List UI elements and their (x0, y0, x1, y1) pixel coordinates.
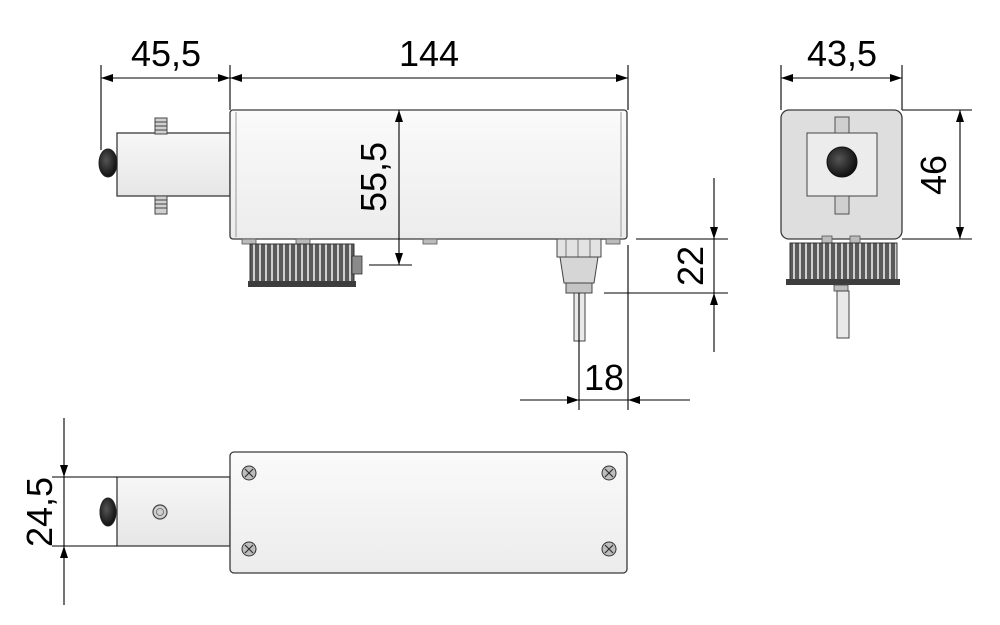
side-knob (826, 146, 858, 178)
front-pulley (248, 243, 363, 287)
side-view (780, 109, 903, 339)
label-body-length: 144 (399, 33, 459, 74)
top-arm-hole (152, 504, 168, 520)
label-body-height: 55,5 (353, 142, 394, 212)
top-arm (116, 476, 231, 547)
top-view (99, 451, 628, 574)
side-cable (836, 290, 850, 339)
front-arm (116, 132, 231, 197)
screw-bottom-right (601, 541, 617, 557)
screw-bottom-left (241, 541, 257, 557)
label-gland-height: 22 (670, 246, 711, 286)
label-arm-width: 24,5 (19, 477, 60, 547)
arm-screw-bottom (154, 195, 168, 215)
side-pulley (786, 242, 900, 285)
front-knob (98, 148, 118, 178)
front-view (98, 109, 628, 342)
label-front-arm-length: 45,5 (131, 33, 201, 74)
top-main-body (229, 451, 628, 574)
front-main-body (229, 109, 628, 240)
dimension-labels: 45,5 144 55,5 22 18 43,5 46 24,5 (19, 33, 954, 547)
label-gland-offset: 18 (584, 357, 624, 398)
screw-top-right (601, 465, 617, 481)
screw-top-left (241, 465, 257, 481)
label-side-width: 43,5 (807, 33, 877, 74)
label-side-height: 46 (913, 155, 954, 195)
arm-screw-top (154, 117, 168, 135)
dimension-lines (52, 65, 972, 605)
top-knob (99, 497, 117, 527)
